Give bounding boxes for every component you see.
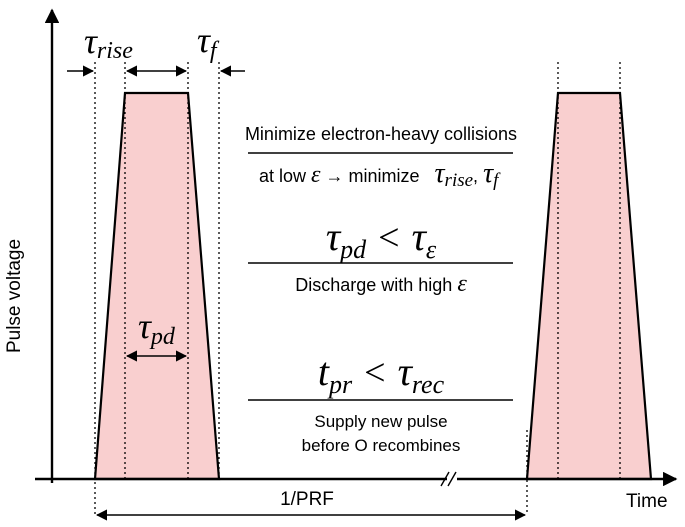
period-label: 1/PRF (280, 489, 334, 510)
condition-3-equation: tpr<τrec (318, 349, 445, 399)
x-axis-label: Time (626, 491, 668, 512)
tau-f-label: τf (197, 20, 220, 64)
second-pulse (525, 91, 653, 481)
condition-1-bottom: at low ε → minimize τrise, τf (259, 158, 501, 191)
first-pulse (93, 91, 221, 481)
condition-2-caption: Discharge with high ε (295, 271, 467, 297)
axis-break-mark-2 (447, 471, 457, 487)
condition-2-equation: τpd<τε (326, 214, 437, 264)
condition-3-caption-line-2: before O recombines (302, 436, 461, 455)
tau-rise-label: τrise (84, 21, 133, 64)
condition-3-caption-line-1: Supply new pulse (314, 412, 447, 431)
axis-break-mark-1 (440, 471, 450, 487)
y-axis-label: Pulse voltage (4, 239, 25, 353)
tau-pd-label: τpd (138, 306, 176, 350)
condition-1-top: Minimize electron-heavy collisions (245, 124, 517, 144)
